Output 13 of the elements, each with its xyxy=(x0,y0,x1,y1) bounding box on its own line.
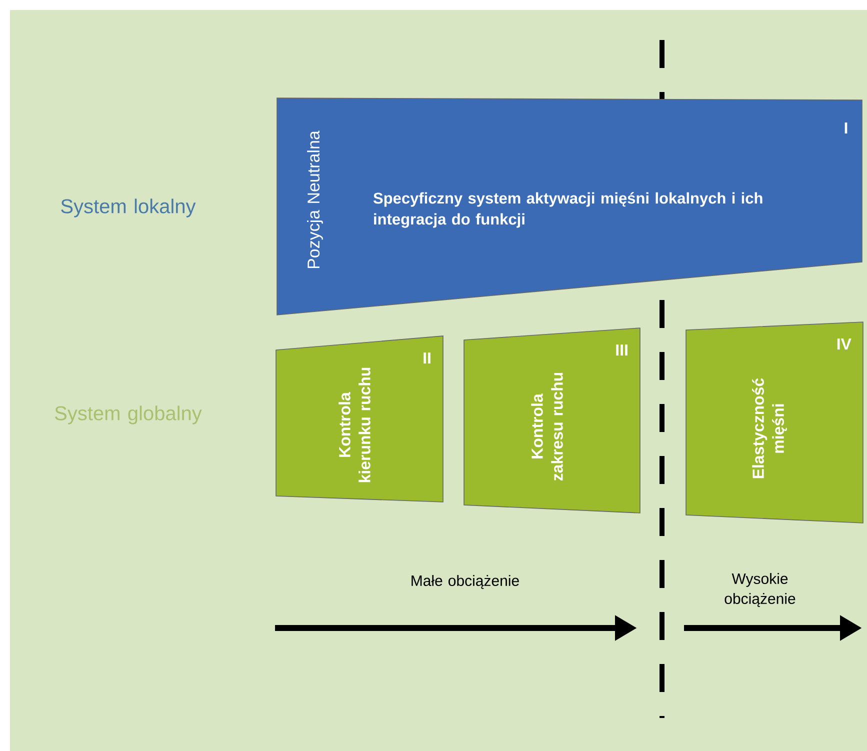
roman-numeral: II xyxy=(424,352,430,364)
rotated-label: Kontrola kierunku ruchu xyxy=(338,368,370,482)
roman-numeral: IV xyxy=(837,338,852,350)
label: Wysokie obciążenie xyxy=(724,573,796,607)
rotated-label: Pozycja Neutralna xyxy=(307,130,323,268)
label: Małe obciążenie xyxy=(412,575,519,589)
roman-numeral: III xyxy=(616,344,628,356)
rotated-label: Kontrola zakresu ruchu xyxy=(531,372,563,481)
rotated-label: Elastyczność mięśni xyxy=(752,378,787,478)
label: System lokalny xyxy=(61,198,196,218)
label: System globalny xyxy=(55,406,202,424)
band-text: Specyficzny system aktywacji mięśni lokalnych i ich integracja do funkcji xyxy=(373,192,762,228)
roman-numeral: I xyxy=(844,122,848,134)
